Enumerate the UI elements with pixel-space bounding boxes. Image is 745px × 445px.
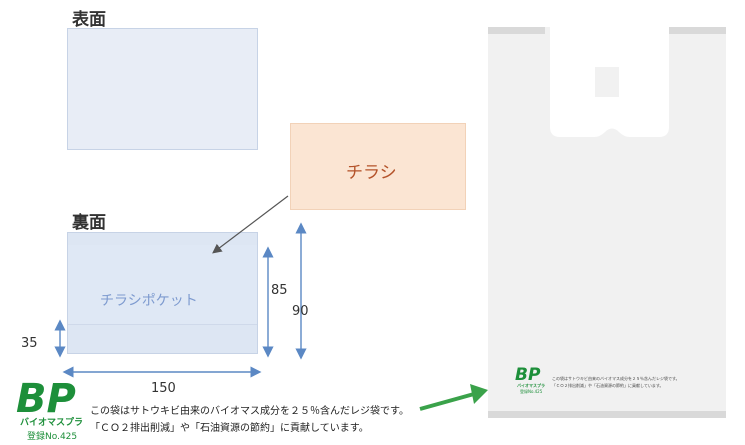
dimension-150-label: 150	[151, 381, 176, 396]
bag-left-strap-band	[488, 27, 545, 34]
dimension-90-label: 90	[292, 304, 309, 319]
bp-logo-icon: BP	[16, 376, 76, 416]
shopping-bag	[488, 27, 726, 418]
bp-registration: 登録No.425	[27, 432, 78, 442]
back-panel	[67, 232, 258, 354]
flyer	[290, 123, 466, 210]
flyer-pocket	[68, 245, 257, 325]
flyer-insert-arrow	[212, 195, 289, 254]
bag-logo-registration: 登録No.425	[520, 389, 543, 394]
bag-notice-line-1: この袋はサトウキビ由来のバイオマス成分を２５％含んだレジ袋です。	[552, 376, 680, 381]
bag-handle-hole	[595, 67, 619, 97]
bag-bottom-band	[488, 411, 726, 418]
dimension-85-label: 85	[271, 283, 288, 298]
pointer-arrow-shaft	[419, 392, 475, 411]
bag-bp-logo-icon: BP	[515, 365, 541, 382]
front-side-title: 表面	[72, 10, 106, 30]
bag-logo-subtitle: バイオマスプラ	[517, 383, 545, 388]
bp-logo-mark: BP	[16, 376, 76, 416]
pointer-arrow-head	[470, 384, 488, 404]
bag-notice-line-2: 「ＣＯ２排出削減」や「石油資源の節約」に貢献しています。	[552, 383, 664, 388]
bag-right-strap-band	[669, 27, 726, 34]
bp-logo-subtitle: バイオマスプラ	[20, 418, 84, 428]
back-side-title: 裏面	[72, 213, 106, 233]
flyer-label: チラシ	[346, 163, 397, 183]
notice-line-2: 「ＣＯ２排出削減」や「石油資源の節約」に貢献しています。	[90, 423, 369, 434]
notice-line-1: この袋はサトウキビ由来のバイオマス成分を２５％含んだレジ袋です。	[90, 406, 409, 417]
pocket-label: チラシポケット	[100, 293, 198, 309]
front-panel	[67, 28, 258, 150]
dimension-35-label: 35	[21, 336, 38, 351]
bag-bp-logo-mark: BP	[515, 365, 541, 382]
